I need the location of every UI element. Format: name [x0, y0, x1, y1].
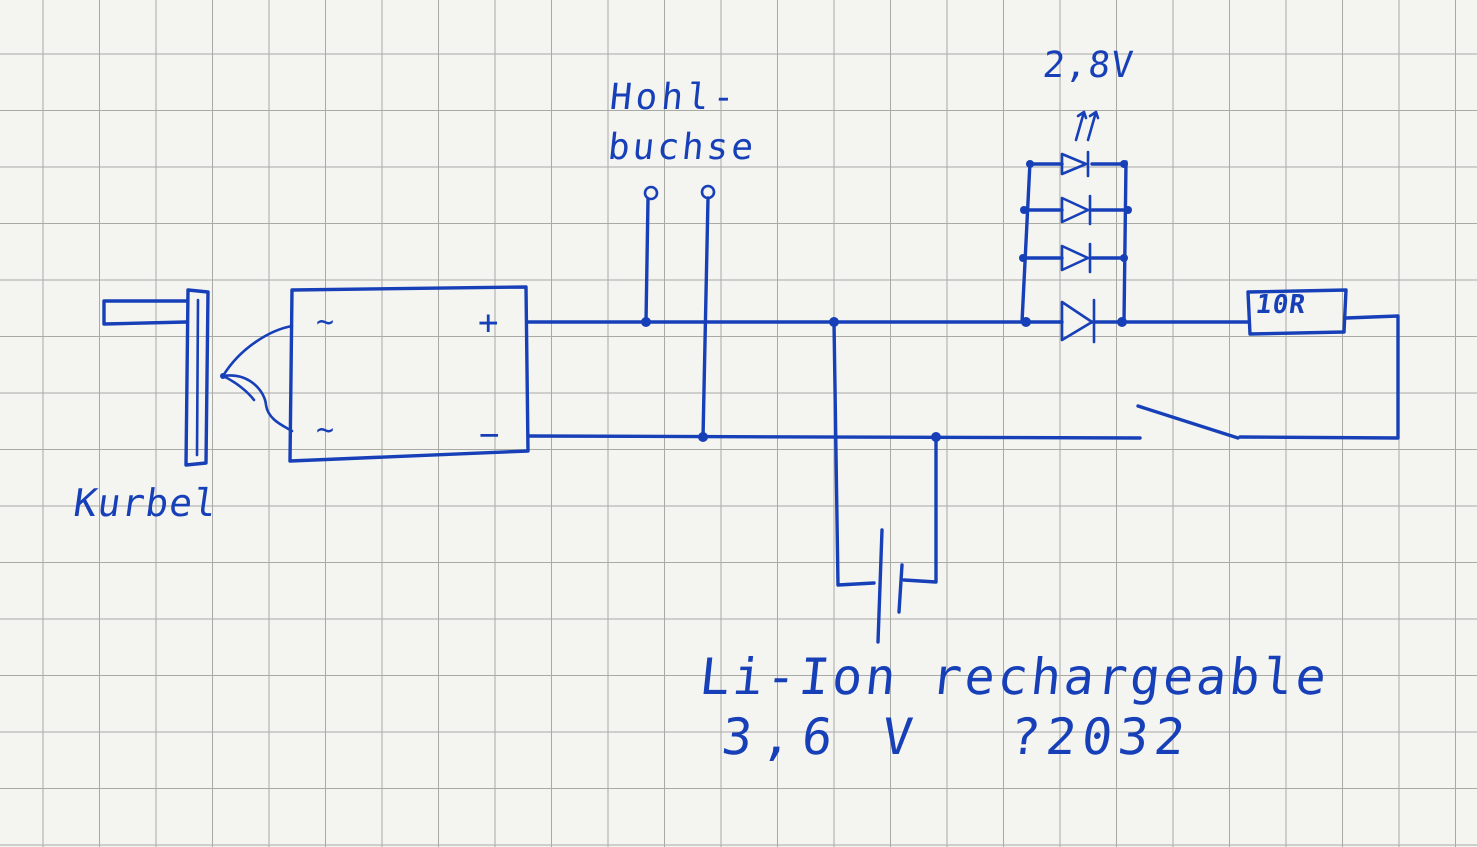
battery-plate-long [876, 528, 884, 644]
led-bank [1019, 110, 1132, 344]
led-voltage-label: 2,8V [1040, 45, 1136, 86]
crank-handle [102, 299, 188, 326]
battery-label: Li-Ion rechargeable [696, 648, 1333, 706]
rectifier-box [288, 285, 530, 463]
battery-plate-short [897, 563, 904, 614]
crank-shaft-body [184, 288, 210, 467]
minus-rail [526, 434, 1142, 440]
crank-generator [102, 288, 294, 467]
led-2 [1060, 194, 1092, 226]
battery-branch [829, 317, 941, 644]
led-4 [1060, 298, 1096, 344]
battery-voltage-label: 3,6 V [718, 708, 926, 766]
jack-terminal-plus [643, 185, 659, 201]
crank-shaft-line [195, 298, 200, 457]
crank-label: Kurbel [70, 481, 221, 525]
light-arrows-icon [1074, 110, 1100, 142]
rectifier-ac-input-2: ~ [316, 413, 335, 448]
jack-label-line1: Hohl- [607, 77, 741, 118]
jack-terminal-minus [700, 184, 716, 200]
jack-label-line2: buchse [605, 127, 759, 168]
rectifier-plus-terminal: + [478, 303, 499, 343]
rectifier-ac-input-1: ~ [316, 305, 335, 340]
battery-type-label: ?2032 [1006, 708, 1194, 766]
switch-contact [1136, 404, 1240, 440]
barrel-jack [641, 184, 716, 442]
resistor-10r [1246, 288, 1348, 336]
rectifier-minus-terminal: − [479, 415, 500, 455]
resistor-label: 10R [1253, 290, 1309, 320]
return-wire [1238, 314, 1400, 440]
generator-coil-leads [221, 324, 294, 433]
led-1 [1060, 150, 1090, 178]
led-3 [1060, 242, 1092, 274]
